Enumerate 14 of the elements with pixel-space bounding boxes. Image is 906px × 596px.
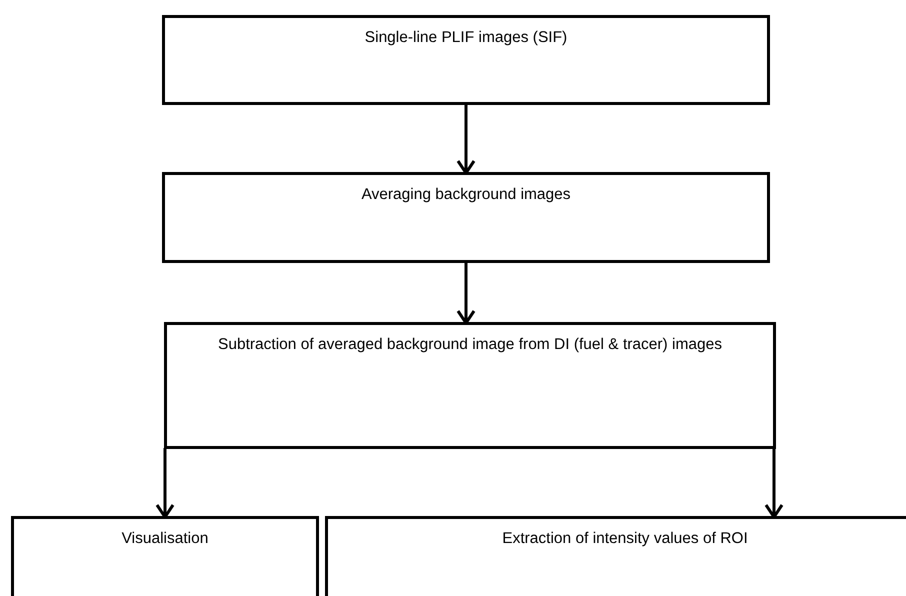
box-label: Averaging background images bbox=[361, 185, 571, 205]
box-label: Subtraction of averaged background image from DI (fuel & tracer) images bbox=[218, 335, 722, 355]
arrow bbox=[456, 104, 476, 174]
box-label: Single-line PLIF images (SIF) bbox=[364, 28, 568, 48]
process-box bbox=[11, 516, 319, 596]
arrow bbox=[764, 448, 784, 518]
process-box bbox=[325, 516, 906, 596]
arrow bbox=[156, 448, 174, 518]
box-label: Extraction of intensity values of ROI bbox=[502, 529, 748, 549]
process-box bbox=[164, 322, 776, 449]
process-box bbox=[162, 172, 770, 263]
arrow bbox=[456, 262, 476, 324]
box-label: Visualisation bbox=[122, 529, 208, 549]
process-box bbox=[162, 15, 770, 105]
